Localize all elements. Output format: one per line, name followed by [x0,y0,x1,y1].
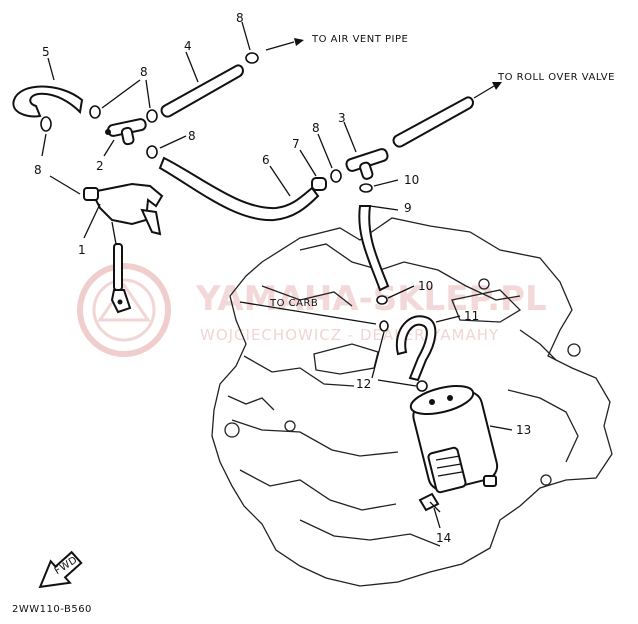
clamp-8c [146,109,158,123]
fwd-arrow-icon: FWD [38,550,83,589]
leader-lines [41,21,513,529]
clamp-8b [89,105,101,119]
callout-12: 12 [356,377,371,391]
hose-roll-over [392,96,474,148]
label-to-roll-over-valve: TO ROLL OVER VALVE [497,72,615,83]
callout-13: 13 [516,423,531,437]
callout-2: 2 [96,159,104,173]
callout-8-b: 8 [140,65,148,79]
label-to-carb: TO CARB [269,298,318,309]
callout-8-d: 8 [188,129,196,143]
hose-5 [12,85,84,118]
callout-numbers: 5 8 4 8 8 2 8 6 7 8 3 10 9 10 11 12 13 1… [34,11,531,545]
callout-14: 14 [436,531,451,545]
clamp-8a [40,116,52,132]
watermark: YAMAHA-SKLEP.PL WOJCIECHOWICZ - DEALER Y… [77,263,547,357]
canister-13 [409,385,499,494]
part-code: 2WW110-B560 [12,604,92,615]
t-joint-3 [345,148,389,180]
clamp-12a [379,320,389,332]
hose-11 [395,315,437,382]
label-to-air-vent-pipe: TO AIR VENT PIPE [311,34,408,45]
hose-6 [158,156,320,222]
valve-1 [83,182,164,314]
callout-6: 6 [262,153,270,167]
callout-5: 5 [42,45,50,59]
callout-8-c: 8 [34,163,42,177]
watermark-sub: WOJCIECHOWICZ - DEALER YAMAHY [200,326,499,344]
t-joint-2 [105,118,147,146]
hose-4 [160,64,244,118]
callout-4: 4 [184,39,192,53]
clamp-10b [376,295,388,305]
clamp-8e [245,52,259,64]
bolt-14 [418,492,441,513]
callout-1: 1 [78,243,86,257]
callout-8-e: 8 [312,121,320,135]
clamp-8f [330,169,342,183]
clamp-10a [359,183,373,193]
hose-9 [358,205,390,292]
clamp-12b [416,380,428,392]
callout-11: 11 [464,309,479,323]
callout-9: 9 [404,201,412,215]
callout-10-a: 10 [404,173,419,187]
watermark-logo-icon [77,263,171,357]
callout-7: 7 [292,137,300,151]
joint-7 [311,177,327,191]
callout-3: 3 [338,111,346,125]
engine-outline [211,217,613,587]
callout-8-a: 8 [236,11,244,25]
clamp-8d [146,145,158,159]
arrow-air-vent-icon [265,38,304,51]
arrow-roll-over-icon [473,82,502,99]
callout-10-b: 10 [418,279,433,293]
watermark-main: YAMAHA-SKLEP.PL [195,279,547,319]
